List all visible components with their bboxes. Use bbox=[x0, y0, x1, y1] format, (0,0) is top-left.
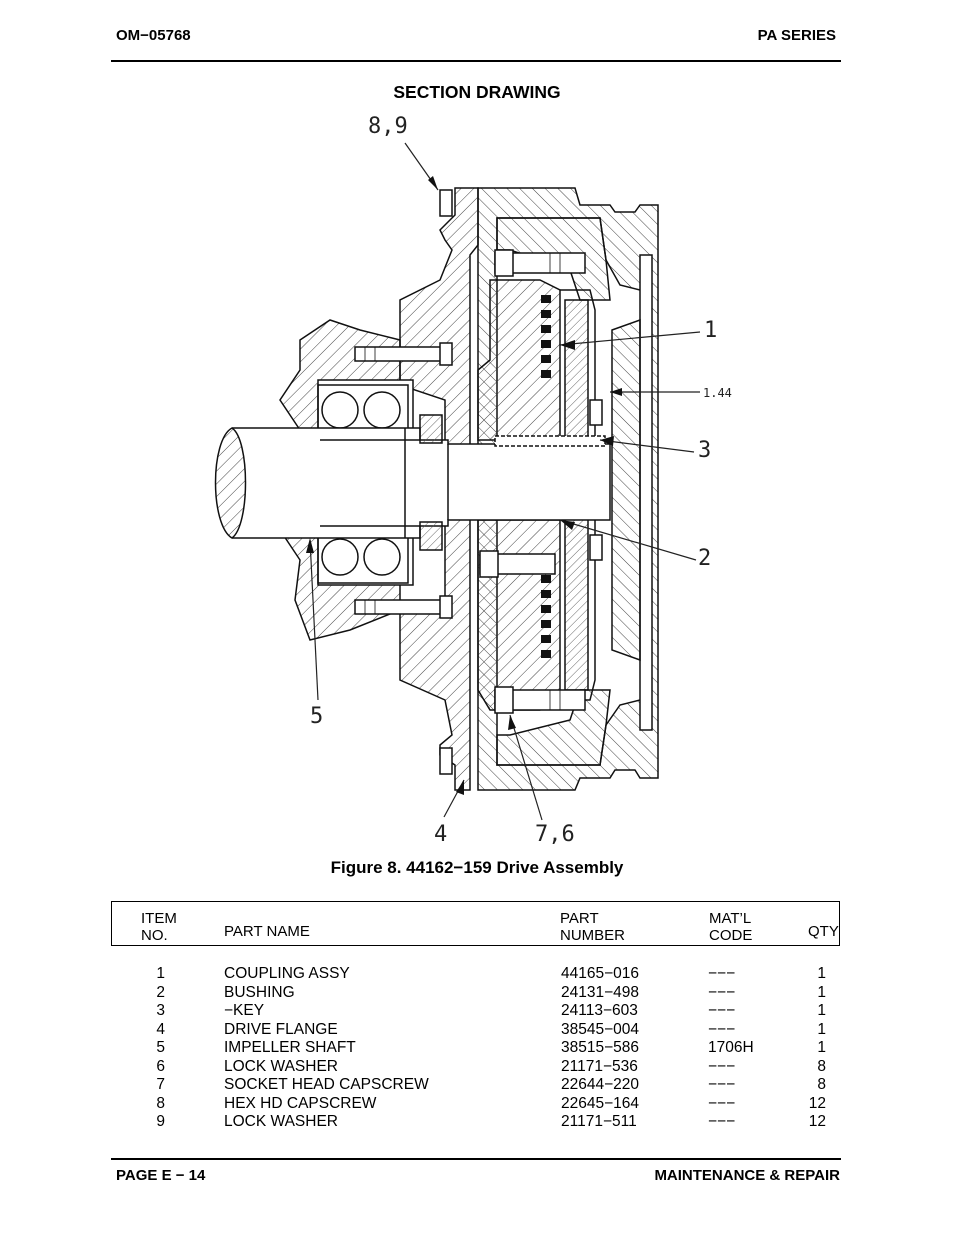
section-drawing bbox=[214, 142, 701, 821]
callout-5: 5 bbox=[310, 704, 324, 729]
table-row: 3−KEY 24113−603−−−1 bbox=[156, 1002, 826, 1019]
figure-caption: Figure 8. 44162−159 Drive Assembly bbox=[330, 858, 624, 877]
col-qty: QTY bbox=[808, 923, 839, 940]
callout-8-9: 8,9 bbox=[368, 114, 408, 139]
series-label: PA SERIES bbox=[757, 27, 836, 44]
section-name: MAINTENANCE & REPAIR bbox=[654, 1167, 840, 1184]
callout-3: 3 bbox=[698, 438, 712, 463]
callout-7-6: 7,6 bbox=[535, 822, 575, 847]
callout-1-44: 1.44 bbox=[703, 386, 732, 400]
callout-4: 4 bbox=[434, 822, 448, 847]
parts-table-header bbox=[111, 901, 840, 946]
col-part-name: PART NAME bbox=[224, 923, 310, 940]
callout-2: 2 bbox=[698, 546, 712, 571]
section-title: SECTION DRAWING bbox=[393, 82, 561, 102]
header-rule bbox=[111, 60, 841, 62]
page-number: PAGE E − 14 bbox=[116, 1167, 206, 1184]
callout-1: 1 bbox=[704, 318, 718, 343]
document-number: OM−05768 bbox=[116, 27, 191, 44]
footer-rule bbox=[111, 1158, 841, 1160]
